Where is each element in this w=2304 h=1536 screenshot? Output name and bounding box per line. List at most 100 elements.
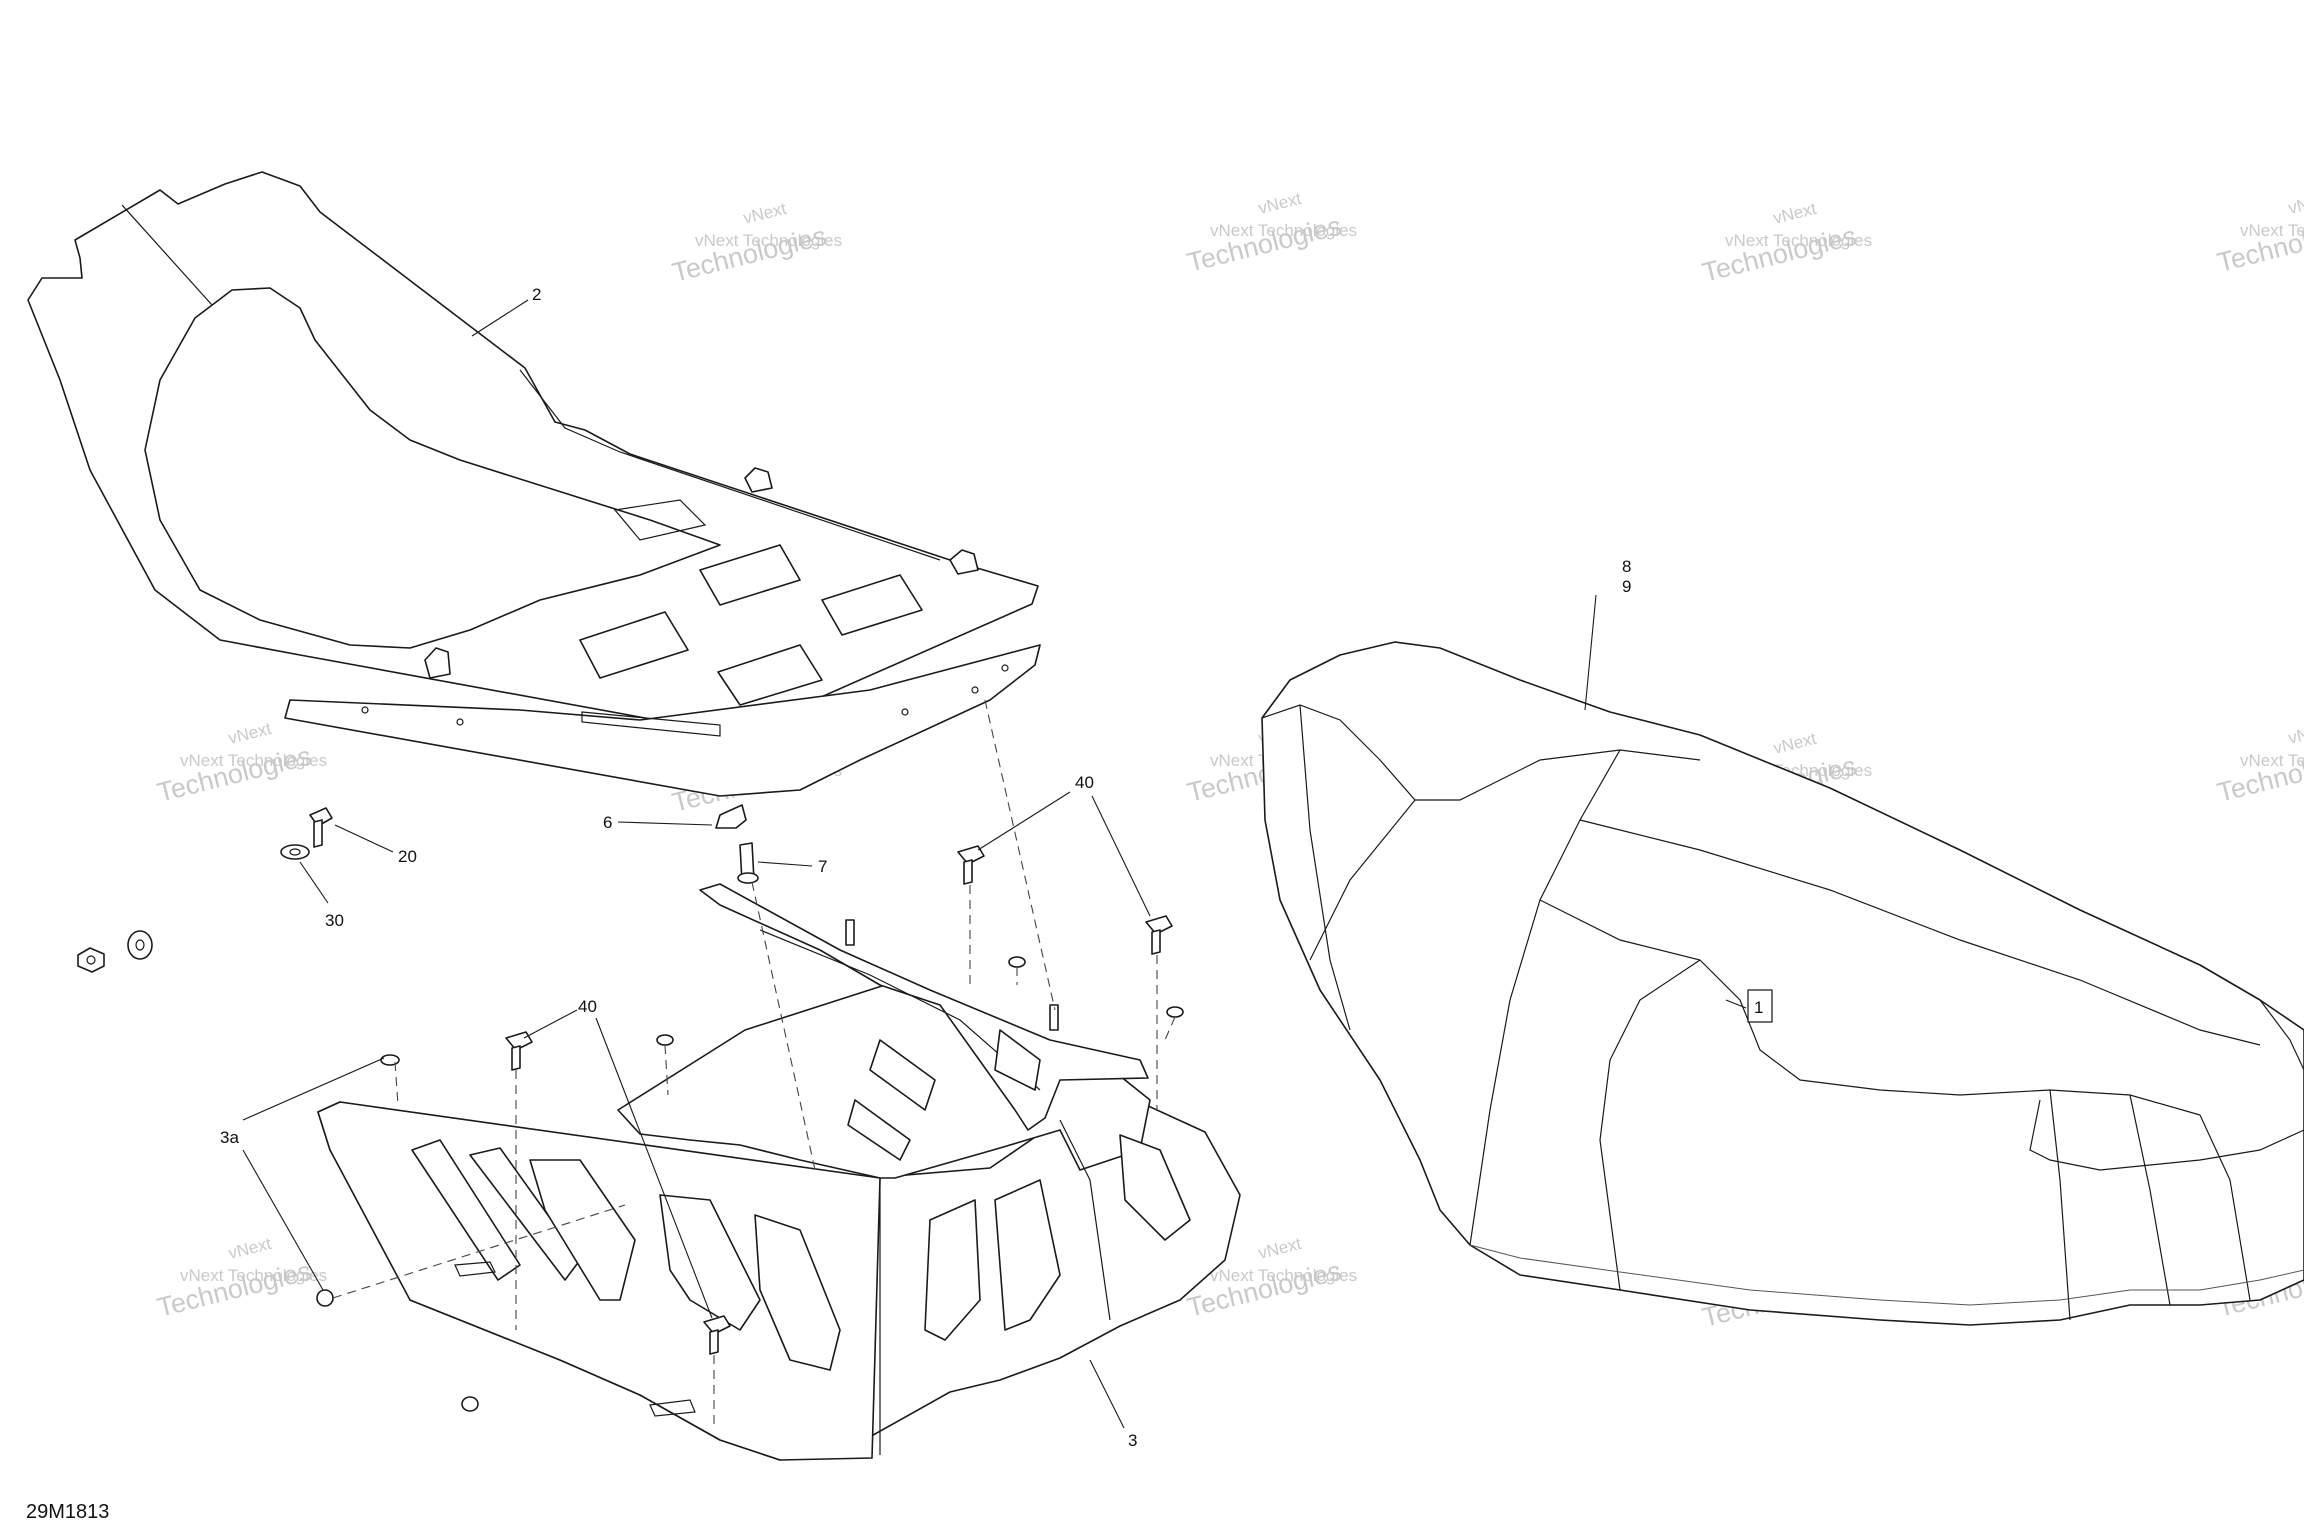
seat-panel-line [1309,799,1416,961]
screw-shank [313,819,323,848]
seat-base-plate-tab [613,499,707,541]
seat-panel-line [1539,899,2201,1116]
watermark-mid: vNext Technologies [180,1266,327,1285]
seat-base-lower-plate-slot [581,711,721,737]
watermark-top: vNext [1771,199,1818,228]
skid-plate-cutout [529,1159,636,1301]
assembly-line [394,1061,399,1106]
watermark-top: vNext [1256,189,1303,218]
callout-3a: 3a [220,1128,239,1147]
seat-base-plate-slot [579,611,689,679]
diagram-id-label: 29M1813 [26,1501,109,1523]
seat-base-plate [27,171,1039,729]
nut-small [656,1034,674,1046]
leader-3a [242,1057,385,1121]
callout-40-upper: 40 [1075,773,1094,792]
seat-base-plate-cutout [144,287,721,649]
seat-panel-line [1599,959,1701,1291]
watermark-mid: vNext Technologies [2240,751,2304,770]
seat-panel-line [1469,749,1621,1246]
seat-base-plate-slot [699,544,801,606]
seat-bottom-trim [1469,1244,2304,1306]
callout-20: 20 [398,847,417,866]
leader-40a [1091,795,1151,917]
stud-fastener [1049,1004,1059,1031]
screw-40 [957,845,985,865]
skid-plate-cutout [869,1039,936,1111]
fasteners [77,699,1184,1430]
leader-30 [299,861,329,904]
watermark-top: vNext [226,719,273,748]
screw-40-shank [963,859,973,885]
plate-hole [1001,664,1009,672]
plate-hole [456,718,464,726]
assembly-line [664,1044,669,1096]
watermark-top: vNext [1771,729,1818,758]
skid-plate-slot [454,1261,496,1277]
plate-hole [361,706,369,714]
seat-panel-line [2029,1099,2304,1171]
screw-40-shank [1151,929,1161,955]
screw-40 [505,1031,533,1051]
watermark-top: vNext [1256,1234,1303,1263]
skid-plate-cutout [411,1139,521,1281]
watermark-mid: vNext Technologies [1210,221,1357,240]
screw-20 [309,807,333,848]
stud-fastener [845,919,855,946]
nut-small [461,1396,479,1412]
watermark: vNext vNext Technologies Technologies [154,1234,327,1323]
leader-lines [242,299,1747,1429]
watermark-mid: vNext Technologies [1210,1266,1357,1285]
stud-fastener [949,549,979,575]
seat-base-plate-edge-line [519,369,941,561]
nut-small [1008,956,1026,968]
seat-assembly [1261,641,2304,1326]
watermark-top: vNext [2286,719,2304,748]
nut-small [1166,1006,1184,1018]
skid-plate-cutout [994,1029,1041,1091]
callout-6: 6 [603,813,612,832]
leader-20 [334,824,394,853]
callout-9: 9 [1622,577,1631,596]
nut-small [380,1054,400,1066]
clip-6 [715,804,747,829]
plate-hole [971,686,979,694]
watermark-top: vNext [2286,189,2304,218]
washer [127,930,153,960]
washer-30-hole [289,848,301,856]
callout-8: 8 [1622,557,1631,576]
leader-1 [1725,999,1747,1009]
seat-panel-line [2129,1094,2171,1306]
callout-7: 7 [818,857,827,876]
assembly-line [751,881,816,1171]
leader-2 [471,299,529,337]
seat-base-plate-slot [821,574,923,636]
skid-plate-cutout [924,1199,981,1341]
skid-plate-cutout [1119,1134,1191,1241]
watermark: vNext vNext Technologies Technologies [1699,199,1872,288]
pin-7-collar [737,872,759,884]
seat-panel-line [1299,704,1351,1031]
nut-small [316,1289,334,1307]
screw-40-shank [709,1329,719,1355]
nut-hole [86,955,96,965]
leader-40b [595,1017,713,1319]
watermark: vNext vNext Technologies Technologies [154,719,327,808]
leader-40a [977,791,1071,851]
skid-plate-assembly [317,883,1241,1461]
skid-plate-fold [1059,1119,1111,1321]
screw-40-shank [511,1045,521,1071]
leader-7 [757,861,813,867]
washer-hole [135,939,145,951]
screw-40 [703,1315,731,1335]
leader-40b [523,1009,578,1039]
leader-3a [242,1149,324,1291]
skid-plate-slot [649,1399,696,1417]
seat-panel-line [1579,819,2261,1046]
skid-plate-cutout [659,1194,761,1331]
callout-40-lower: 40 [578,997,597,1016]
screw-40 [1145,915,1173,935]
callout-1: 1 [1754,998,1763,1017]
seat-base-plate-fold [121,204,213,306]
watermark: vNext vNext Technologies Technologies [2214,189,2304,278]
